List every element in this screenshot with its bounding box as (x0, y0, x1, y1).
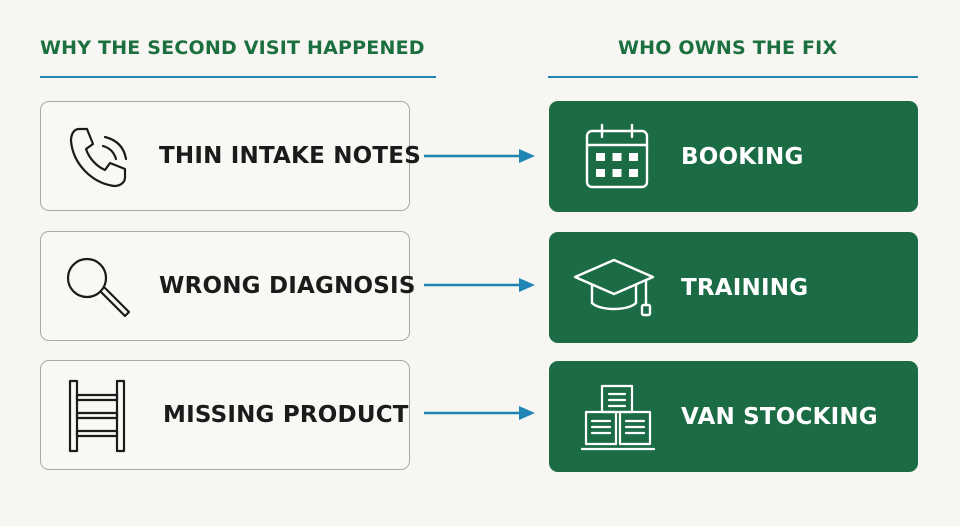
causes-column-rule (40, 76, 436, 78)
cause-label: MISSING PRODUCT (163, 402, 409, 428)
causes-column-title: WHY THE SECOND VISIT HAPPENED (40, 37, 425, 59)
stacked-boxes-icon (580, 384, 656, 451)
arrow-row-1 (424, 149, 535, 163)
phone-icon (69, 127, 128, 188)
owners-column-rule (548, 76, 918, 78)
cause-box-wrong-diagnosis: WRONG DIAGNOSIS (40, 231, 415, 341)
arrow-row-3 (424, 406, 535, 420)
arrow-row-2 (424, 278, 535, 292)
cause-box-thin-intake-notes: THIN INTAKE NOTES (40, 101, 421, 211)
calendar-icon (585, 123, 649, 189)
owner-label: VAN STOCKING (681, 403, 878, 430)
owner-label: BOOKING (681, 143, 804, 170)
graduation-cap-icon (573, 258, 655, 317)
owner-box-training: TRAINING (549, 232, 918, 343)
owner-box-booking: BOOKING (549, 101, 918, 212)
cause-label: THIN INTAKE NOTES (159, 143, 421, 169)
cause-box-missing-product: MISSING PRODUCT (40, 360, 410, 470)
shelving-icon (68, 379, 126, 453)
magnifier-icon (66, 257, 131, 318)
cause-label: WRONG DIAGNOSIS (159, 273, 416, 299)
owner-label: TRAINING (681, 274, 809, 301)
owners-column-title: WHO OWNS THE FIX (618, 37, 838, 59)
owner-box-van-stocking: VAN STOCKING (549, 361, 918, 472)
